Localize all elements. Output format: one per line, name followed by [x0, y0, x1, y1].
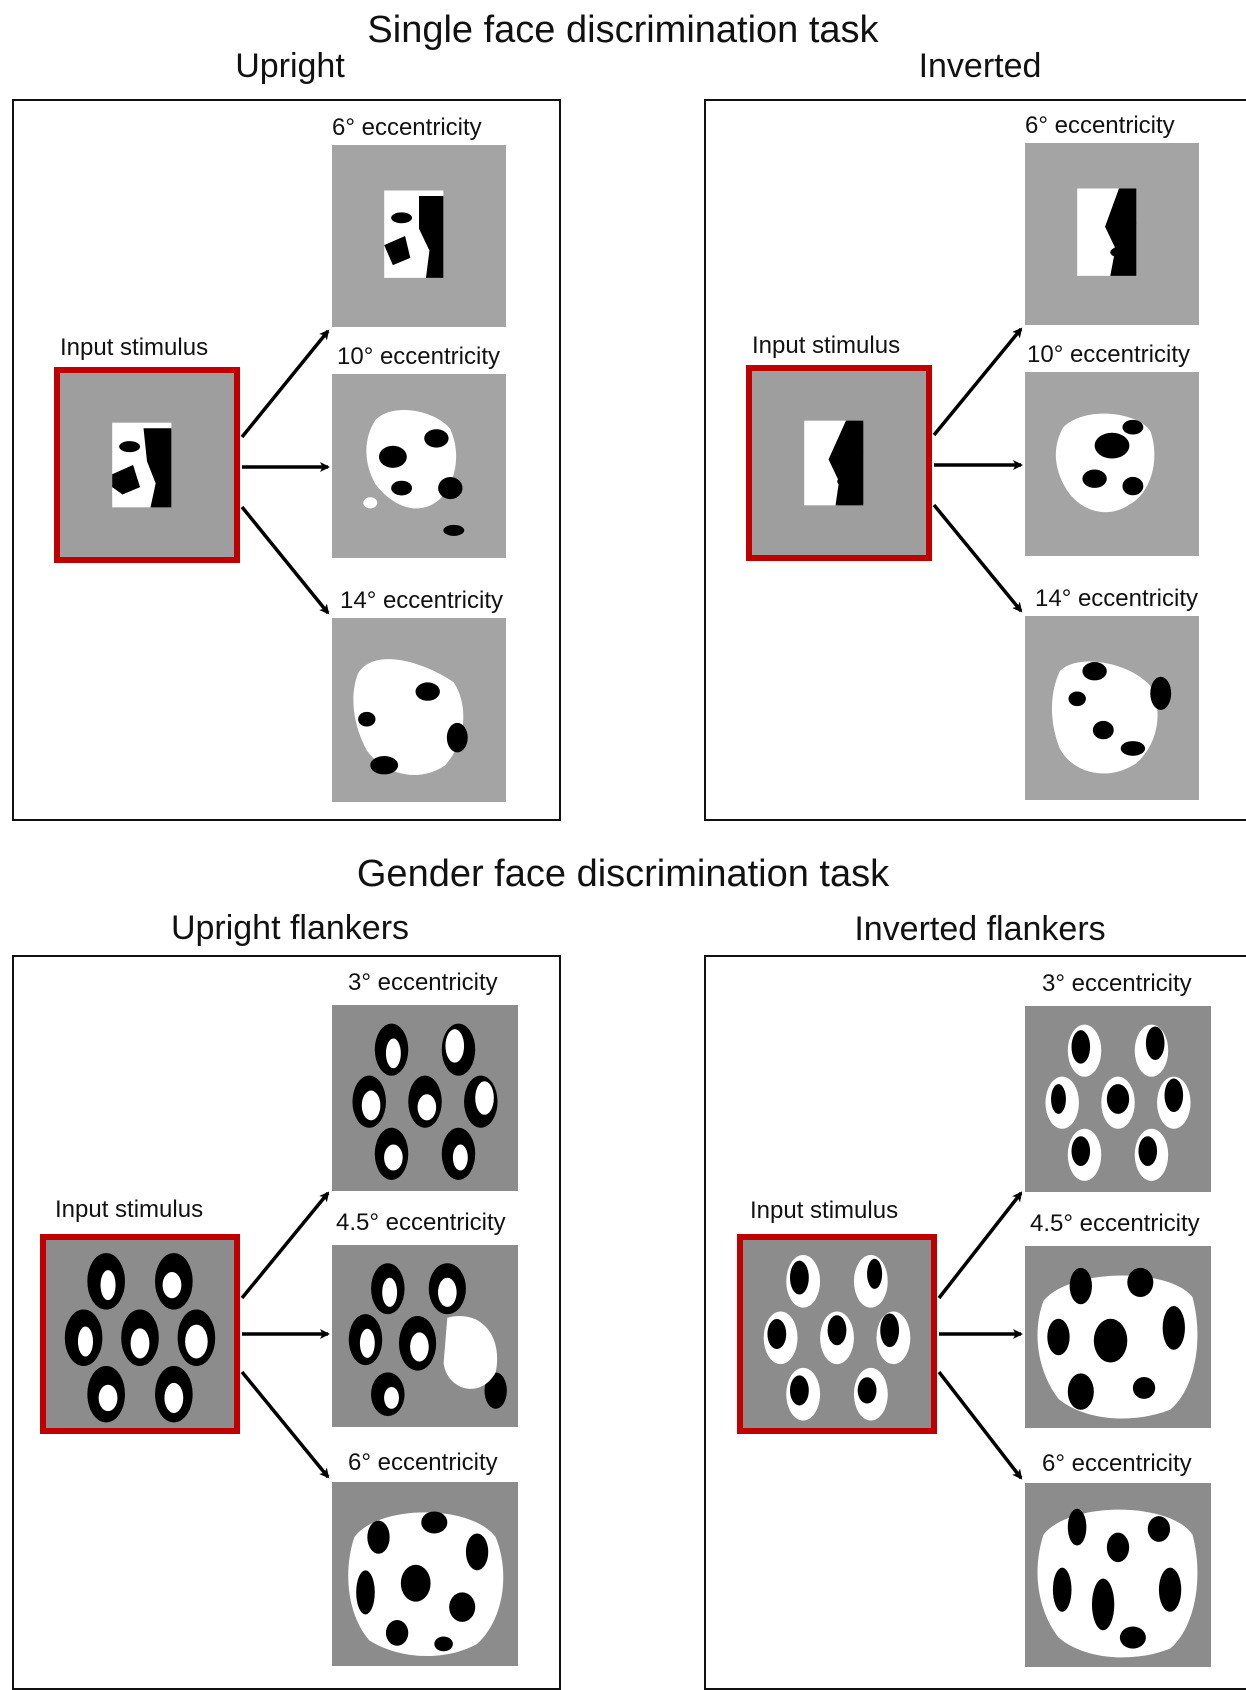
- output-image-3: [1025, 616, 1199, 800]
- arrow-iflank-to-3: [937, 1191, 1023, 1300]
- arrow-uflank-to-3: [240, 1191, 330, 1300]
- input-stimulus-image: [40, 1234, 240, 1434]
- input-stimulus-label: Input stimulus: [55, 1196, 204, 1223]
- input-stimulus-image: [54, 367, 240, 563]
- output-image-3: [332, 618, 506, 802]
- output-image-2: [1025, 1246, 1211, 1428]
- panel-title-inverted-flankers: Inverted flankers: [854, 910, 1106, 948]
- arrow-uflank-to-6: [240, 1370, 330, 1479]
- input-stimulus-label: Input stimulus: [750, 1197, 899, 1224]
- arrow-inverted-to-14: [932, 503, 1023, 613]
- output-label-1: 3° eccentricity: [348, 969, 498, 996]
- output-label-3: 6° eccentricity: [1042, 1450, 1192, 1477]
- panel-title-upright-flankers: Upright flankers: [170, 909, 410, 947]
- output-label-3: 14° eccentricity: [340, 587, 503, 614]
- output-image-3: [1025, 1483, 1211, 1667]
- output-image-2: [1025, 372, 1199, 556]
- panel-title-inverted: Inverted: [918, 47, 1042, 85]
- output-image-1: [1025, 143, 1199, 325]
- output-label-3: 6° eccentricity: [348, 1449, 498, 1476]
- arrow-upright-to-14: [240, 505, 330, 615]
- output-image-2: [332, 374, 506, 558]
- input-stimulus-image: [737, 1234, 937, 1434]
- section-title-single: Single face discrimination task: [367, 9, 879, 51]
- output-image-1: [332, 145, 506, 327]
- output-label-2: 4.5° eccentricity: [336, 1209, 506, 1236]
- output-label-3: 14° eccentricity: [1035, 585, 1198, 612]
- output-image-1: [332, 1005, 518, 1191]
- output-image-1: [1025, 1006, 1211, 1192]
- output-label-1: 6° eccentricity: [332, 114, 482, 141]
- output-label-2: 4.5° eccentricity: [1030, 1210, 1200, 1237]
- input-stimulus-label: Input stimulus: [60, 334, 209, 361]
- output-label-1: 6° eccentricity: [1025, 112, 1175, 139]
- arrow-iflank-to-6: [937, 1370, 1023, 1480]
- output-image-2: [332, 1245, 518, 1427]
- panel-title-upright: Upright: [235, 47, 345, 85]
- input-stimulus-image: [746, 365, 932, 561]
- input-stimulus-label: Input stimulus: [752, 332, 901, 359]
- output-image-3: [332, 1482, 518, 1666]
- output-label-1: 3° eccentricity: [1042, 970, 1192, 997]
- output-label-2: 10° eccentricity: [337, 343, 500, 370]
- arrow-inverted-to-6: [932, 327, 1023, 437]
- arrow-upright-to-6: [240, 329, 330, 439]
- section-title-gender: Gender face discrimination task: [356, 853, 890, 895]
- output-label-2: 10° eccentricity: [1027, 341, 1190, 368]
